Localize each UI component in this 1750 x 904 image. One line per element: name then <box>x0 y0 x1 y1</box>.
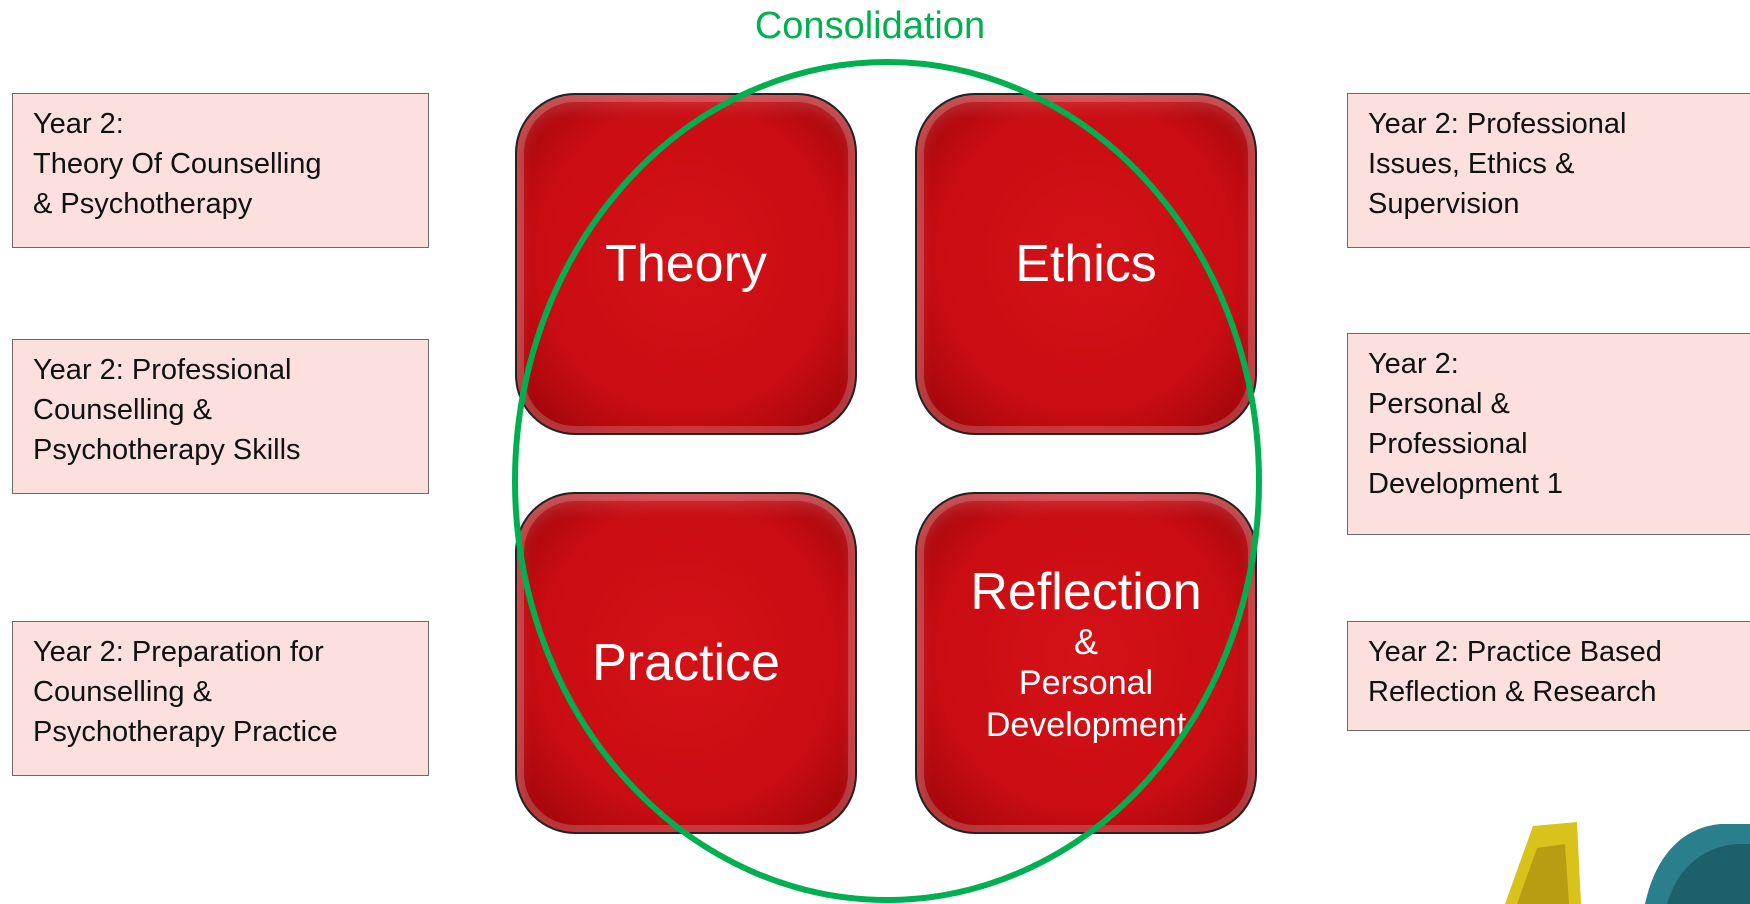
module-line: Year 2: Professional <box>1368 108 1627 140</box>
module-line: Year 2: <box>33 108 124 140</box>
module-line: Reflection & Research <box>1368 676 1657 708</box>
tile-reflection-ampersand: & <box>1073 621 1098 662</box>
tile-reflection-sub-personal: Personal <box>1018 664 1154 702</box>
module-line: Psychotherapy Skills <box>33 434 301 466</box>
module-line: Psychotherapy Practice <box>33 716 338 748</box>
module-line: Counselling & <box>33 676 212 708</box>
module-line: Theory Of Counselling <box>33 148 322 180</box>
module-box-professional-issues: Year 2: Professional Issues, Ethics & Su… <box>1347 93 1750 248</box>
module-box-personal-professional-development: Year 2: Personal & Professional Developm… <box>1347 333 1750 535</box>
tile-practice-label: Practice <box>592 634 780 692</box>
module-line: Issues, Ethics & <box>1368 148 1575 180</box>
partial-logo-icon <box>1505 822 1750 904</box>
module-line: Year 2: Preparation for <box>33 636 324 668</box>
module-line: & Psychotherapy <box>33 188 253 220</box>
module-box-theory-of-counselling: Year 2: Theory Of Counselling & Psychoth… <box>12 93 429 248</box>
tile-theory-label: Theory <box>605 235 767 293</box>
tile-ethics: Ethics <box>915 93 1257 435</box>
module-line: Year 2: Practice Based <box>1368 636 1662 668</box>
module-line: Supervision <box>1368 188 1520 220</box>
module-box-professional-skills: Year 2: Professional Counselling & Psych… <box>12 339 429 494</box>
module-line: Counselling & <box>33 394 212 426</box>
tile-ethics-label: Ethics <box>1015 235 1157 293</box>
module-line: Development 1 <box>1368 468 1564 500</box>
module-line: Professional <box>1368 428 1528 460</box>
module-line: Personal & <box>1368 388 1510 420</box>
module-line: Year 2: Professional <box>33 354 292 386</box>
module-line: Year 2: <box>1368 348 1459 380</box>
tile-reflection-sub-development: Development <box>985 706 1187 744</box>
tile-theory: Theory <box>515 93 857 435</box>
module-box-preparation-for-practice: Year 2: Preparation for Counselling & Ps… <box>12 621 429 776</box>
tile-reflection-label: Reflection <box>970 563 1202 621</box>
tile-practice: Practice <box>515 492 857 834</box>
diagram-title: Consolidation <box>754 5 986 47</box>
module-box-practice-based-reflection: Year 2: Practice Based Reflection & Rese… <box>1347 621 1750 731</box>
tile-reflection: Reflection & Personal Development <box>915 492 1257 834</box>
